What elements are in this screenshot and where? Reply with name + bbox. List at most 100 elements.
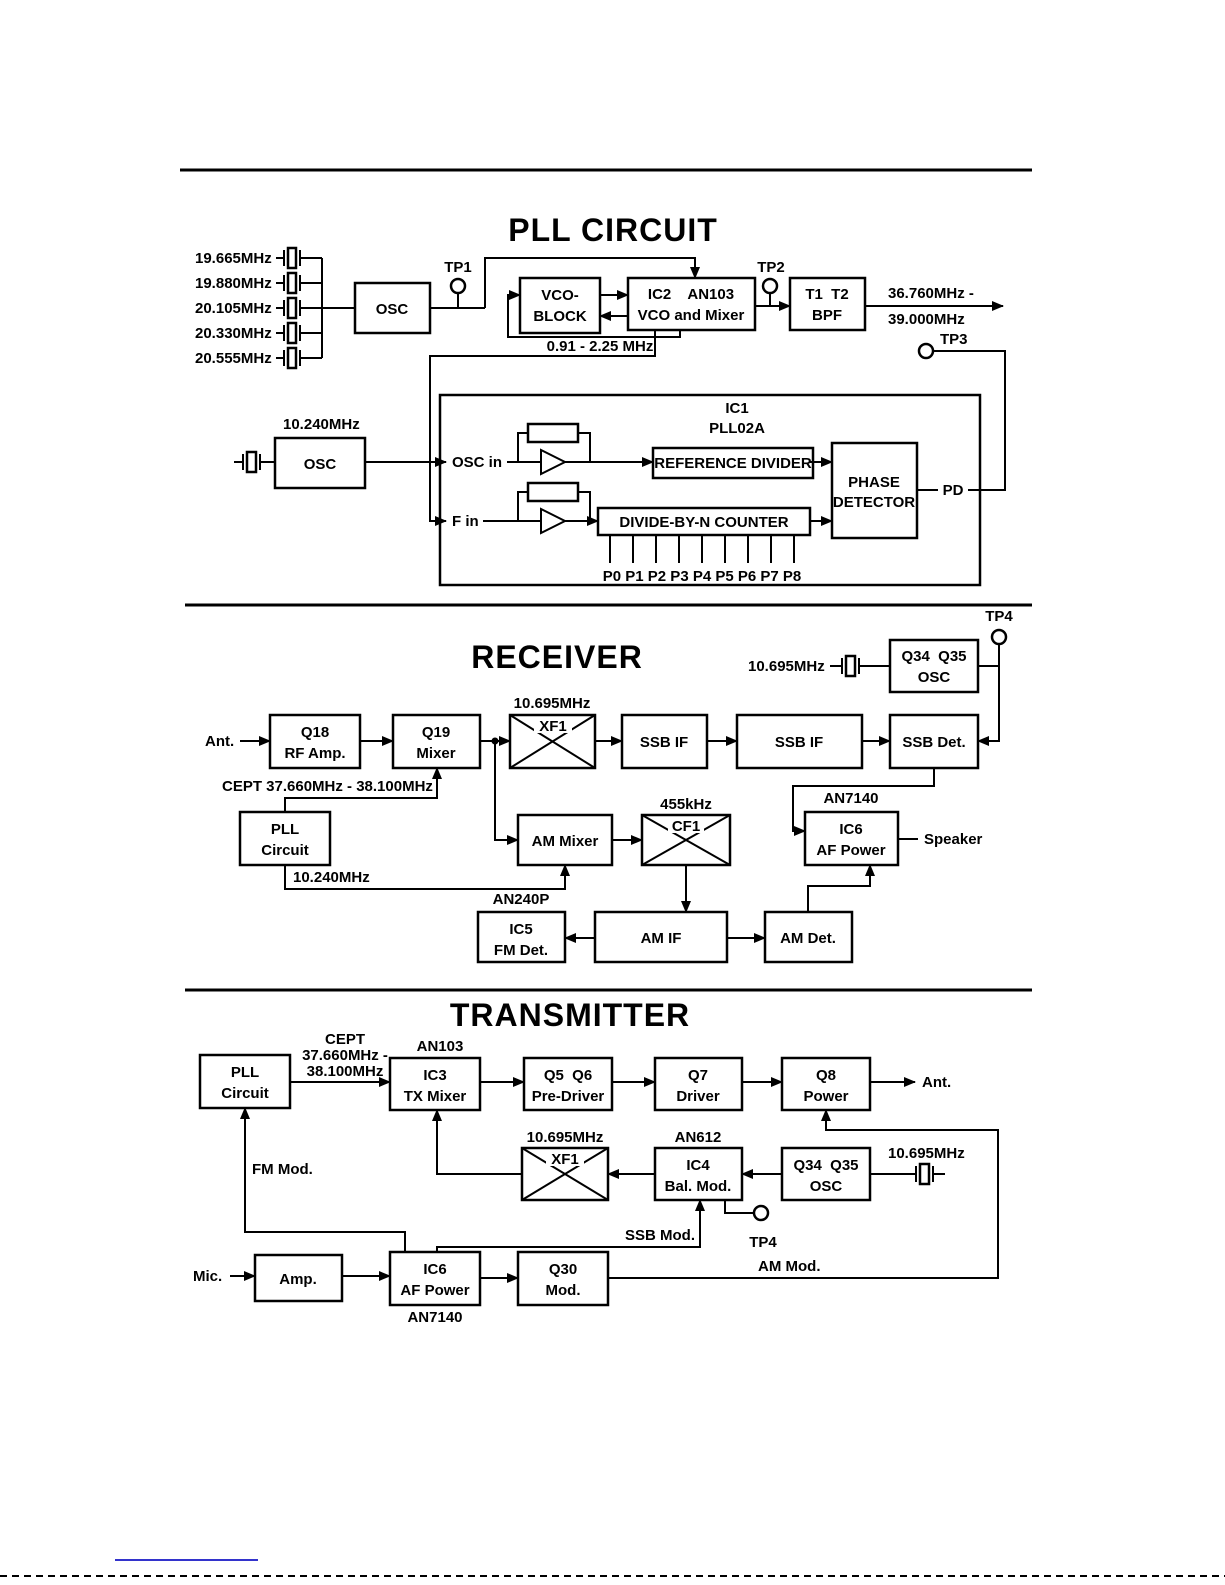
vco-block-label-2: BLOCK: [533, 308, 586, 325]
rx-mixer-label-2: Mixer: [416, 745, 455, 762]
reference-divider-box: [651, 446, 815, 480]
wire: [284, 864, 570, 890]
bpf-label-2: BPF: [812, 307, 842, 324]
fm-det-label-1: IC5: [509, 921, 532, 938]
rf-amp-box: [268, 713, 362, 770]
tx-xtal-label: 10.695MHz: [888, 1145, 965, 1162]
pll-section-title: PLL CIRCUIT: [508, 212, 718, 248]
power-label-2: Power: [803, 1088, 848, 1105]
tp2-label: TP2: [757, 259, 785, 276]
rx-xf1-label: XF1: [539, 718, 567, 735]
tx-pll-circuit-box: [198, 1053, 292, 1110]
channel-osc-label: OSC: [376, 301, 409, 318]
ref-osc-box: [273, 436, 367, 490]
vco-block-label-1: VCO-: [541, 287, 579, 304]
tx-osc-box: [780, 1146, 872, 1202]
rx-xtal-label: 10.695MHz: [748, 658, 825, 675]
tx-osc-label-2: OSC: [810, 1178, 843, 1195]
feedback-resistor-icon: [526, 481, 580, 503]
rx-af-power-label-2: AF Power: [816, 842, 885, 859]
tx-af-power-label-2: AF Power: [400, 1282, 469, 1299]
divide-by-n-label: DIVIDE-BY-N COUNTER: [619, 514, 788, 531]
tx-mixer-label-2: TX Mixer: [404, 1088, 467, 1105]
driver-box: [653, 1056, 744, 1112]
rf-amp-label-1: Q18: [301, 724, 329, 741]
tx-crystal: 10.695MHz: [870, 1145, 965, 1186]
crystal-symbols: [276, 246, 355, 370]
mic-amp-box: [253, 1253, 344, 1303]
tx-xf1-filter: 10.695MHz XF1: [520, 1129, 610, 1202]
pll-section: PLL CIRCUIT 19.665MHz 19.880MHz 20.105MH…: [180, 168, 1032, 587]
phase-detector-label-2: DETECTOR: [833, 494, 915, 511]
rx-osc-box: [888, 638, 980, 694]
rx-lo2-label: 10.240MHz: [293, 869, 370, 886]
q30-mod-box: [516, 1250, 610, 1307]
rx-osc-label-2: OSC: [918, 669, 951, 686]
ic2-label-2: VCO and Mixer: [638, 307, 745, 324]
mic-amp-label: Amp.: [279, 1271, 317, 1288]
wire: [240, 1107, 406, 1252]
tp3-testpoint: [917, 342, 935, 360]
fm-det-box: [476, 910, 567, 964]
q30-mod-label-2: Mod.: [546, 1282, 581, 1299]
output-range-label-1: 36.760MHz -: [888, 285, 974, 302]
speaker-label: Speaker: [924, 831, 983, 848]
pll-wires: [365, 257, 1006, 526]
am-det-label: AM Det.: [780, 930, 836, 947]
f-in-amplifier: F in: [452, 457, 833, 535]
crystal-label-2: 20.105MHz: [195, 300, 272, 317]
am-det-box: [763, 910, 854, 964]
tx-pll-label-1: PLL: [231, 1064, 259, 1081]
ssb-if1-label: SSB IF: [640, 734, 688, 751]
phase-detector-label-1: PHASE: [848, 474, 900, 491]
reference-divider-label: REFERENCE DIVIDER: [654, 455, 812, 472]
rx-cept-label: CEPT 37.660MHz - 38.100MHz: [222, 778, 433, 795]
ssb-if2-label: SSB IF: [775, 734, 823, 751]
rx-pll-label-2: Circuit: [261, 842, 309, 859]
feedback-resistor-icon: [526, 422, 580, 444]
wire: [494, 741, 519, 845]
tp3-label: TP3: [940, 331, 968, 348]
an240p-label: AN240P: [493, 891, 550, 908]
ref-crystal-icon: [245, 450, 258, 474]
f-in-label: F in: [452, 513, 479, 530]
power-box: [780, 1056, 872, 1112]
wire: [436, 1199, 705, 1252]
am-mixer-label: AM Mixer: [532, 833, 599, 850]
tx-cept-label-3: 38.100MHz: [307, 1063, 384, 1080]
driver-label-2: Driver: [676, 1088, 720, 1105]
an612-label: AN612: [675, 1129, 722, 1146]
tx-cept-label-2: 37.660MHz -: [302, 1047, 388, 1064]
am-if-label: AM IF: [641, 930, 682, 947]
tx-osc-label-1: Q34 Q35: [793, 1157, 858, 1174]
pd-label: PD: [943, 482, 964, 499]
tx-xf1-label: XF1: [551, 1151, 579, 1168]
pre-driver-box: [522, 1056, 614, 1112]
q30-mod-label-1: Q30: [549, 1261, 577, 1278]
cf1-freq-label: 455kHz: [660, 796, 712, 813]
bal-mod-label-1: IC4: [686, 1157, 710, 1174]
tx-crystal-icon: [918, 1162, 931, 1186]
vco-block-box: [518, 276, 602, 335]
tx-antenna-label: Ant.: [922, 1074, 951, 1091]
transmitter-section: TRANSMITTER PLL Circuit CEPT 37.660MHz -…: [185, 988, 1032, 1326]
crystal-label-4: 20.555MHz: [195, 350, 272, 367]
ref-osc-label: OSC: [304, 456, 337, 473]
am-mod-label: AM Mod.: [758, 1258, 820, 1275]
tx-mixer-label-1: IC3: [423, 1067, 446, 1084]
tp4-label: TP4: [985, 608, 1013, 625]
tx-pll-label-2: Circuit: [221, 1085, 269, 1102]
cf1-filter: 455kHz CF1: [640, 796, 732, 867]
pll-crystal-bank: 19.665MHz 19.880MHz 20.105MHz 20.330MHz …: [195, 246, 355, 370]
driver-label-1: Q7: [688, 1067, 708, 1084]
receiver-section: RECEIVER 10.695MHz Q34 Q35 OSC TP4 Ant. …: [185, 603, 1032, 964]
bal-mod-label-2: Bal. Mod.: [665, 1178, 732, 1195]
tx-tp4-label: TP4: [749, 1234, 777, 1251]
ssb-mod-label: SSB Mod.: [625, 1227, 695, 1244]
wire: [432, 1109, 522, 1175]
an103-label: AN103: [417, 1038, 464, 1055]
crystal-label-0: 19.665MHz: [195, 250, 272, 267]
wire: [608, 1109, 999, 1279]
